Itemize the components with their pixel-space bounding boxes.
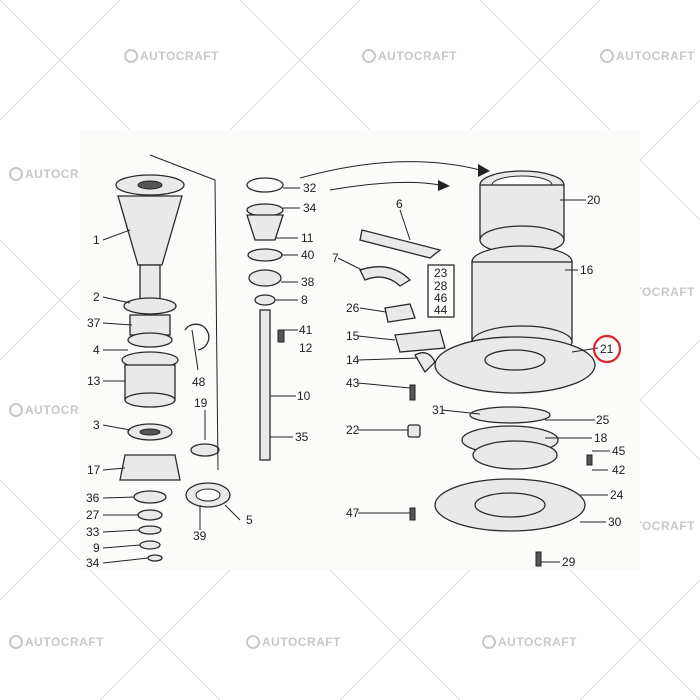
callout-label: 33 xyxy=(86,525,100,539)
callout-label: 32 xyxy=(303,181,317,195)
callout-label: 3 xyxy=(93,418,100,432)
watermark-logo: AUTOCRAFT xyxy=(9,635,104,649)
autocraft-logo-icon xyxy=(124,49,138,63)
arrow-head-icon xyxy=(438,180,450,191)
callout-label: 4 xyxy=(93,343,100,357)
autocraft-logo-icon xyxy=(246,635,260,649)
callout-label: 39 xyxy=(193,529,207,543)
callout-label: 28 xyxy=(434,279,448,293)
callout-label: 47 xyxy=(346,506,360,520)
left-assembly xyxy=(115,154,231,562)
callout-label: 8 xyxy=(301,293,308,307)
callout-label: 25 xyxy=(596,413,610,427)
transfer-arrow-top xyxy=(299,161,481,179)
watermark-text: AUTOCRAFT xyxy=(140,49,219,63)
callout-label: 12 xyxy=(299,341,313,355)
callout-label: 16 xyxy=(580,263,594,277)
callout-label: 15 xyxy=(346,329,360,343)
callout-label: 22 xyxy=(346,423,360,437)
callout-label: 13 xyxy=(87,374,101,388)
callout-label: 34 xyxy=(86,556,100,570)
callout-label: 7 xyxy=(332,251,339,265)
callout-label: 6 xyxy=(396,197,403,211)
autocraft-logo-icon xyxy=(9,167,23,181)
callout-label: 20 xyxy=(587,193,601,207)
center-assembly xyxy=(246,177,285,461)
callout-label: 38 xyxy=(301,275,315,289)
callout-label: 29 xyxy=(562,555,576,569)
callout-label: 30 xyxy=(608,515,622,529)
callout-label: 18 xyxy=(594,431,608,445)
callout-label: 14 xyxy=(346,353,360,367)
callout-label: 27 xyxy=(86,508,100,522)
callout-label: 46 xyxy=(434,291,448,305)
autocraft-logo-icon xyxy=(362,49,376,63)
watermark-logo: AUTOCRAFT xyxy=(600,49,695,63)
callout-label: 1 xyxy=(93,233,100,247)
callout-label: 21 xyxy=(600,342,614,356)
callout-label: 5 xyxy=(246,513,253,527)
watermark-logo: AUTOCRAFT xyxy=(124,49,219,63)
watermark-logo: AUTOCRAFT xyxy=(482,635,577,649)
callout-label: 17 xyxy=(87,463,101,477)
watermark-logo: AUTOCRAFT xyxy=(362,49,457,63)
callout-label: 23 xyxy=(434,266,448,280)
callout-label: 10 xyxy=(297,389,311,403)
autocraft-logo-icon xyxy=(600,49,614,63)
highlight-circle xyxy=(592,334,622,364)
callout-label: 40 xyxy=(301,248,315,262)
callout-label: 45 xyxy=(612,444,626,458)
callout-label: 43 xyxy=(346,376,360,390)
callout-label: 35 xyxy=(295,430,309,444)
callout-label: 24 xyxy=(610,488,624,502)
arrow-head-icon xyxy=(478,164,490,177)
right-assembly xyxy=(434,170,596,567)
watermark-logo: AUTOCRAFT xyxy=(246,635,341,649)
watermark-text: AUTOCRAFT xyxy=(262,635,341,649)
callout-label: 37 xyxy=(87,316,101,330)
autocraft-logo-icon xyxy=(482,635,496,649)
watermark-text: AUTOCRAFT xyxy=(25,635,104,649)
callout-label: 36 xyxy=(86,491,100,505)
callout-label: 44 xyxy=(434,303,448,317)
watermark-text: AUTOCRAFT xyxy=(378,49,457,63)
callout-label: 41 xyxy=(299,323,313,337)
callout-label: 19 xyxy=(194,396,208,410)
callout-label: 42 xyxy=(612,463,626,477)
callout-labels: 1 2 37 4 13 3 17 36 27 33 9 34 48 19 5 3… xyxy=(86,181,626,570)
callout-label: 31 xyxy=(432,403,446,417)
watermark-text: AUTOCRAFT xyxy=(616,49,695,63)
watermark-text: AUTOCRAFT xyxy=(498,635,577,649)
callout-label: 2 xyxy=(93,290,100,304)
callout-label: 26 xyxy=(346,301,360,315)
callout-label: 9 xyxy=(93,541,100,555)
callout-label: 48 xyxy=(192,375,206,389)
autocraft-logo-icon xyxy=(9,403,23,417)
autocraft-logo-icon xyxy=(9,635,23,649)
callout-label: 11 xyxy=(301,231,314,245)
transfer-arrow-mid xyxy=(329,181,441,191)
middle-parts xyxy=(359,229,455,521)
callout-label: 34 xyxy=(303,201,317,215)
